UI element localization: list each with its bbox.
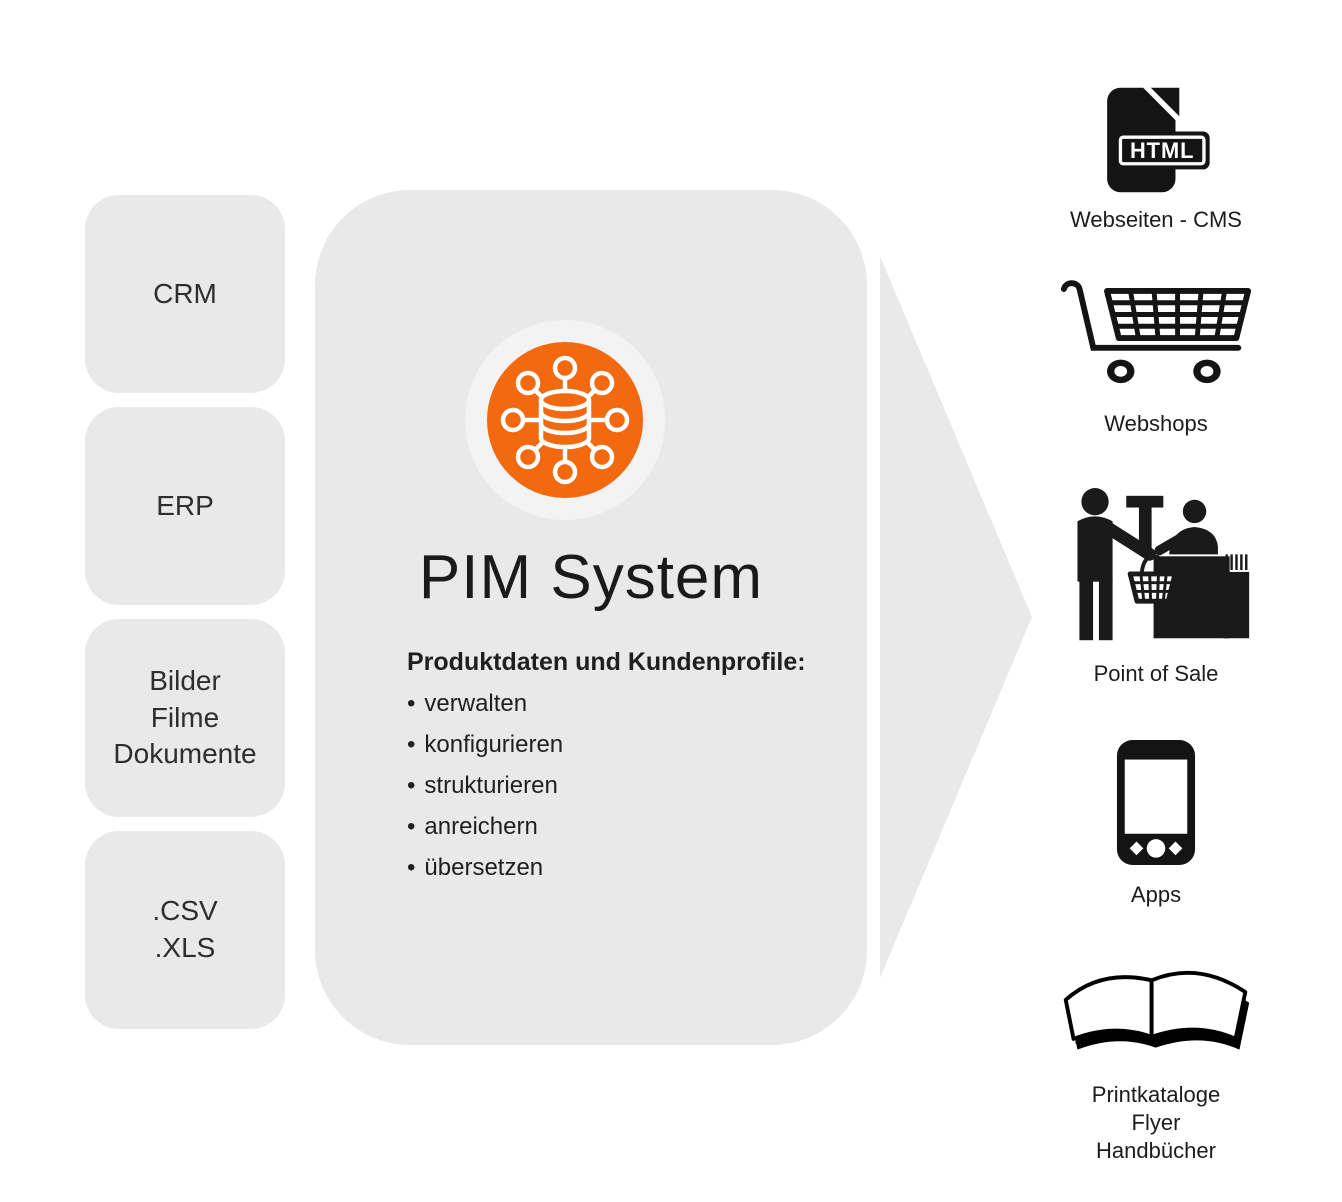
point-of-sale-icon [1077, 488, 1250, 641]
bullet-marker: • [407, 854, 416, 881]
input-box-label: Bilder Filme Dokumente [113, 663, 256, 774]
bullet-item: • verwalten [407, 690, 806, 718]
input-box-label: CRM [153, 276, 217, 313]
input-label-line: Dokumente [113, 738, 257, 770]
panel-title: PIM System [418, 543, 764, 612]
panel-content: Produktdaten und Kundenprofile: • verwal… [407, 648, 806, 882]
input-label-line: Bilder [149, 664, 221, 696]
input-label-line: Filme [150, 701, 220, 733]
output-label-line: Point of Sale [1093, 661, 1219, 686]
bullet-item: • übersetzen [407, 854, 806, 882]
bullet-marker: • [407, 772, 416, 799]
bullet-item: • konfigurieren [407, 731, 806, 759]
bullet-text: strukturieren [424, 772, 558, 799]
output-point-of-sale: Point of Sale [1040, 486, 1272, 688]
output-label-line: Printkataloge [1091, 1082, 1221, 1107]
input-label-line: ERP [156, 489, 214, 521]
output-apps: Apps [1040, 738, 1272, 909]
output-print: Printkataloge Flyer Handbücher [1040, 953, 1272, 1165]
bullet-item: • anreichern [407, 813, 806, 841]
output-webshops: Webshops [1040, 278, 1272, 438]
input-box-erp: ERP [85, 407, 285, 605]
bullet-item: • strukturieren [407, 772, 806, 800]
bullet-text: verwalten [424, 690, 528, 717]
bullet-marker: • [407, 813, 416, 840]
data-hub-icon [487, 342, 643, 498]
input-box-media: Bilder Filme Dokumente [85, 619, 285, 817]
pim-system-panel: PIM System Produktdaten und Kundenprofil… [315, 190, 867, 1045]
bullet-marker: • [407, 690, 416, 717]
html-file-icon-text: HTML [1129, 138, 1193, 163]
panel-subtitle: Produktdaten und Kundenprofile: [407, 648, 806, 676]
shopping-cart-icon [1060, 280, 1252, 384]
bullet-text: konfigurieren [424, 731, 564, 758]
output-label: Apps [1131, 881, 1181, 909]
input-label-line: CRM [153, 277, 217, 309]
bullet-text: anreichern [424, 813, 538, 840]
output-label-line: Flyer [1131, 1110, 1181, 1135]
input-box-label: ERP [156, 488, 214, 525]
html-file-icon: HTML [1106, 87, 1210, 193]
pim-icon-halo [465, 320, 665, 520]
input-label-line: .CSV [152, 895, 218, 927]
input-box-files: .CSV .XLS [85, 831, 285, 1029]
output-label-line: Webseiten - CMS [1070, 207, 1242, 232]
output-label: Webshops [1104, 410, 1208, 438]
output-label: Point of Sale [1094, 660, 1219, 688]
output-label-line: Apps [1130, 882, 1182, 907]
output-label-line: Handbücher [1096, 1138, 1216, 1163]
open-book-icon [1063, 970, 1249, 1050]
smartphone-icon [1116, 740, 1196, 865]
bullet-marker: • [407, 731, 416, 758]
input-box-label: .CSV .XLS [152, 893, 217, 967]
bullet-text: übersetzen [424, 854, 544, 881]
output-webseiten-cms: HTML Webseiten - CMS [1040, 84, 1272, 234]
output-label: Webseiten - CMS [1070, 206, 1242, 234]
output-label: Printkataloge Flyer Handbücher [1092, 1081, 1220, 1165]
input-box-crm: CRM [85, 195, 285, 393]
input-label-line: .XLS [154, 932, 216, 963]
output-label-line: Webshops [1104, 411, 1208, 436]
